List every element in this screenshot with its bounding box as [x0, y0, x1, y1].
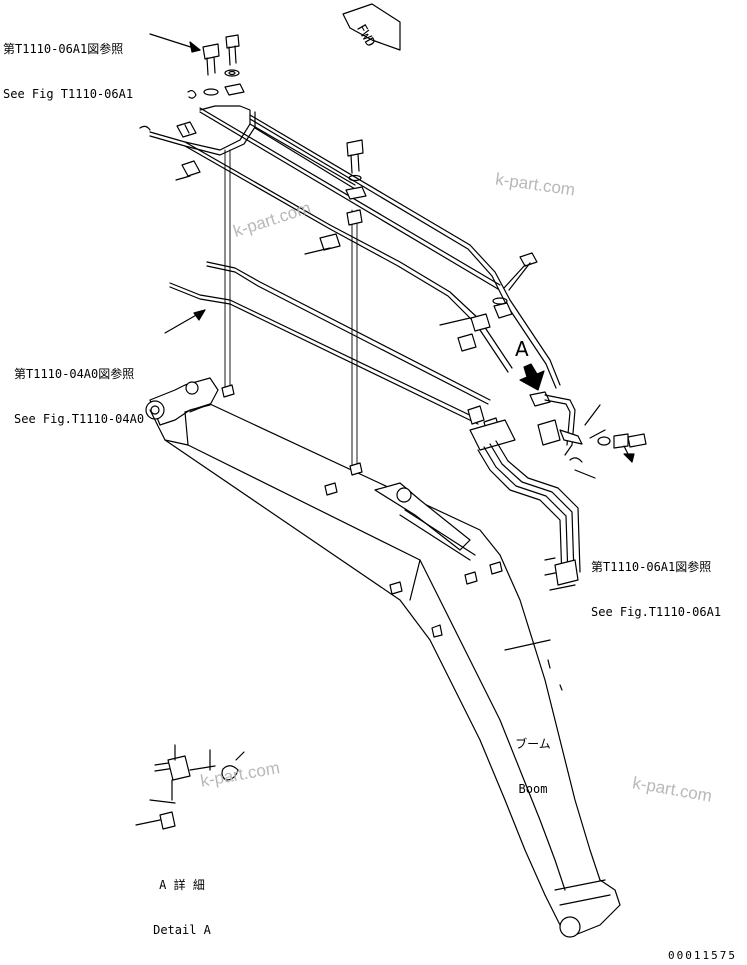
clip-parts-right	[439, 302, 513, 437]
ref-middle-left-jp: 第T1110-04A0図参照	[14, 367, 135, 381]
boom-body	[145, 377, 621, 938]
callout-a-label: A	[515, 337, 529, 361]
tube-long-upper	[199, 107, 561, 389]
ref-right: 第T1110-06A1図参照 See Fig.T1110-06A1	[591, 530, 721, 650]
ref-top-left-en: See Fig T1110-06A1	[3, 87, 134, 101]
detail-a-parts	[135, 744, 245, 830]
tube-long-lower	[169, 261, 491, 425]
boom-label: ブーム Boom	[503, 707, 563, 827]
ref-top-left: 第T1110-06A1図参照 See Fig T1110-06A1	[3, 12, 133, 132]
boom-label-jp: ブーム	[515, 737, 551, 751]
ref-leader-middle-left	[164, 309, 206, 334]
tube-upper-left	[149, 105, 356, 230]
mount-guide-lines	[224, 149, 358, 471]
ref-middle-left: 第T1110-04A0図参照 See Fig.T1110-04A0	[14, 337, 144, 457]
callout-a-arrow-icon	[519, 363, 545, 391]
detail-a-label-en: Detail A	[153, 923, 211, 937]
ref-right-jp: 第T1110-06A1図参照	[591, 560, 712, 574]
ref-middle-left-en: See Fig.T1110-04A0	[14, 412, 145, 426]
ref-right-en: See Fig.T1110-06A1	[591, 605, 722, 619]
fwd-arrow-icon	[342, 3, 401, 51]
top-bolts	[202, 34, 245, 96]
ref-leader-top-left	[149, 33, 201, 53]
right-lower-bolt	[613, 433, 647, 463]
right-bolt	[492, 252, 538, 305]
detail-a-label-jp: A 詳 細	[159, 878, 205, 892]
figure-number: 00011575	[668, 949, 737, 962]
detail-a-label: A 詳 細 Detail A	[146, 848, 218, 965]
clip-parts-top	[139, 89, 201, 181]
swivel-fittings-right	[529, 391, 611, 479]
tube-manifold-right	[469, 419, 581, 591]
middle-bolt	[345, 139, 367, 226]
boom-label-en: Boom	[518, 782, 548, 796]
clip-parts-middle	[304, 233, 341, 255]
ref-top-left-jp: 第T1110-06A1図参照	[3, 42, 124, 56]
